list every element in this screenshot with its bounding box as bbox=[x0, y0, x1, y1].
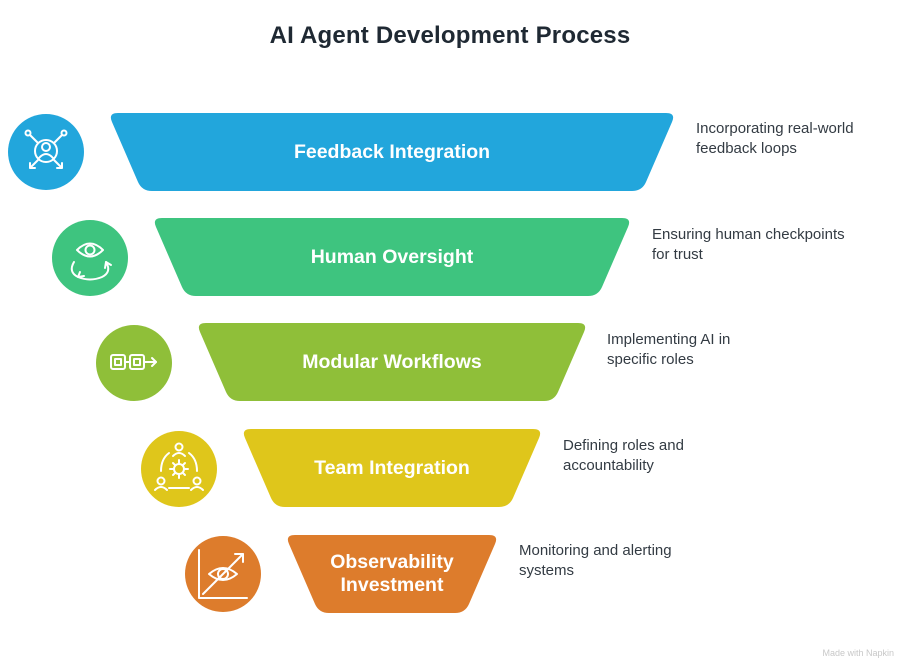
eye-chart-icon bbox=[185, 536, 261, 612]
stage-3-shape bbox=[198, 323, 586, 401]
stage-1-description: Incorporating real-world feedback loops bbox=[696, 120, 854, 157]
stage-2-icon-circle bbox=[52, 220, 128, 296]
stage-1-icon-circle bbox=[8, 114, 84, 190]
stage-4-shape bbox=[243, 429, 541, 507]
stage-1-shape bbox=[110, 113, 674, 191]
stage-5-label: Observability Investment bbox=[330, 551, 454, 596]
watermark: Made with Napkin bbox=[822, 648, 894, 658]
stage-2-shape bbox=[154, 218, 630, 296]
stage-1-label: Feedback Integration bbox=[293, 140, 491, 163]
stage-2-band: Human Oversight bbox=[152, 218, 632, 296]
stage-5-shape bbox=[287, 535, 497, 613]
eye-cycle-icon bbox=[52, 220, 128, 296]
stage-4-label: Team Integration bbox=[314, 456, 470, 479]
stage-5-icon-circle bbox=[185, 536, 261, 612]
stage-2-description: Ensuring human checkpoints for trust bbox=[652, 226, 845, 263]
stage-5-band: Observability Investment bbox=[285, 535, 499, 613]
stage-3-description: Implementing AI in specific roles bbox=[607, 331, 731, 368]
user-network-icon bbox=[8, 114, 84, 190]
stage-3-icon-circle bbox=[96, 325, 172, 401]
team-gear-icon bbox=[141, 431, 217, 507]
stage-4-band: Team Integration bbox=[241, 429, 543, 507]
stage-2-label: Human Oversight bbox=[310, 245, 474, 268]
page-title: AI Agent Development Process bbox=[269, 22, 631, 49]
stage-3-band: Modular Workflows bbox=[196, 323, 588, 401]
stage-5-description: Monitoring and alerting systems bbox=[519, 542, 672, 579]
modules-flow-icon bbox=[96, 325, 172, 401]
stage-4-icon-circle bbox=[141, 431, 217, 507]
stage-4-description: Defining roles and accountability bbox=[563, 437, 684, 474]
stage-1-band: Feedback Integration bbox=[108, 113, 676, 191]
stage-3-label: Modular Workflows bbox=[302, 350, 482, 373]
